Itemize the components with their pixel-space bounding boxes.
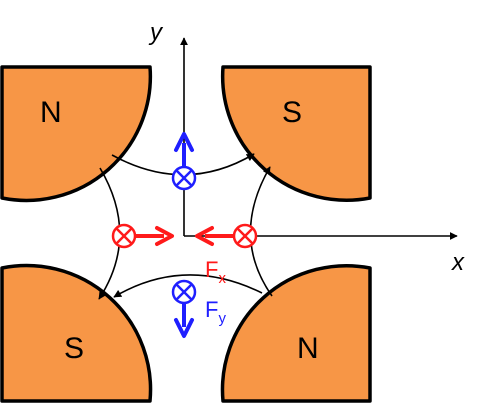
x-axis-label: x xyxy=(451,249,465,276)
pole-bottom-left xyxy=(0,263,153,403)
fy-label: Fy xyxy=(205,297,226,327)
pole-label-top-left: N xyxy=(40,96,62,129)
current-into-page-icon-right xyxy=(232,223,258,249)
fx-left-arrowhead xyxy=(195,226,214,246)
fx-label: Fx xyxy=(205,257,226,287)
current-into-page-icon-top xyxy=(171,165,197,191)
pole-label-bottom-right: N xyxy=(297,332,319,365)
field-line-bottom xyxy=(113,274,263,298)
pole-bottom-right xyxy=(220,264,372,403)
pole-label-bottom-left: S xyxy=(64,332,84,365)
current-into-page-icon-bottom xyxy=(171,279,197,305)
fy-up-arrowhead xyxy=(174,132,194,152)
pole-top-right xyxy=(220,65,372,202)
fy-down-arrowhead xyxy=(174,318,194,338)
y-axis-label: y xyxy=(148,19,164,46)
pole-label-top-right: S xyxy=(282,96,302,129)
pole-top-left xyxy=(0,65,153,203)
fx-right-arrowhead xyxy=(155,226,174,246)
current-into-page-icon-left xyxy=(111,223,137,249)
